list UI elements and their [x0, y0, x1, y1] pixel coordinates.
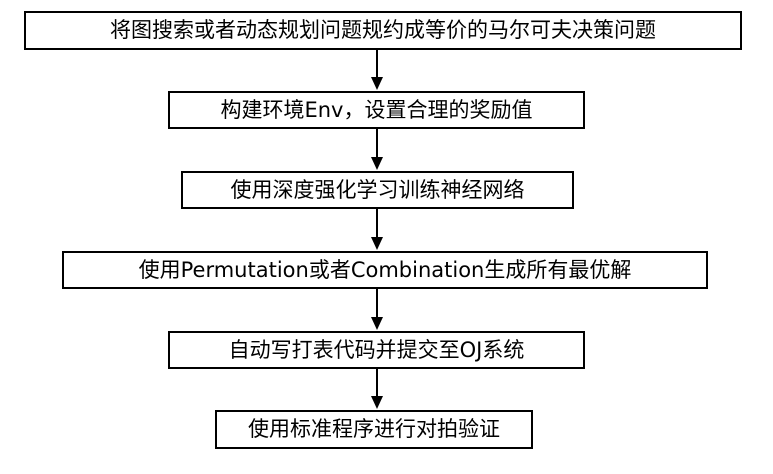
arrow-3-to-4: [371, 209, 383, 250]
step-2-label: 构建环境Env，设置合理的奖励值: [220, 97, 533, 122]
step-1-label: 将图搜索或者动态规划问题规约成等价的马尔可夫决策问题: [110, 18, 656, 42]
arrow-5-to-6: [371, 369, 383, 409]
step-3-label: 使用深度强化学习训练神经网络: [230, 177, 525, 202]
step-4-label: 使用Permutation或者Combination生成所有最优解: [138, 257, 632, 282]
arrow-2-to-3: [371, 129, 383, 170]
step-3-box: 使用深度强化学习训练神经网络: [181, 171, 574, 209]
step-4-box: 使用Permutation或者Combination生成所有最优解: [62, 251, 708, 289]
step-6-box: 使用标准程序进行对拍验证: [215, 410, 533, 449]
arrow-4-to-5: [371, 289, 383, 330]
step-2-box: 构建环境Env，设置合理的奖励值: [168, 91, 585, 129]
step-5-label: 自动写打表代码并提交至OJ系统: [228, 337, 525, 362]
step-6-label: 使用标准程序进行对拍验证: [248, 417, 500, 441]
arrow-1-to-2: [371, 50, 383, 90]
step-5-box: 自动写打表代码并提交至OJ系统: [168, 331, 585, 369]
step-1-box: 将图搜索或者动态规划问题规约成等价的马尔可夫决策问题: [24, 11, 742, 50]
